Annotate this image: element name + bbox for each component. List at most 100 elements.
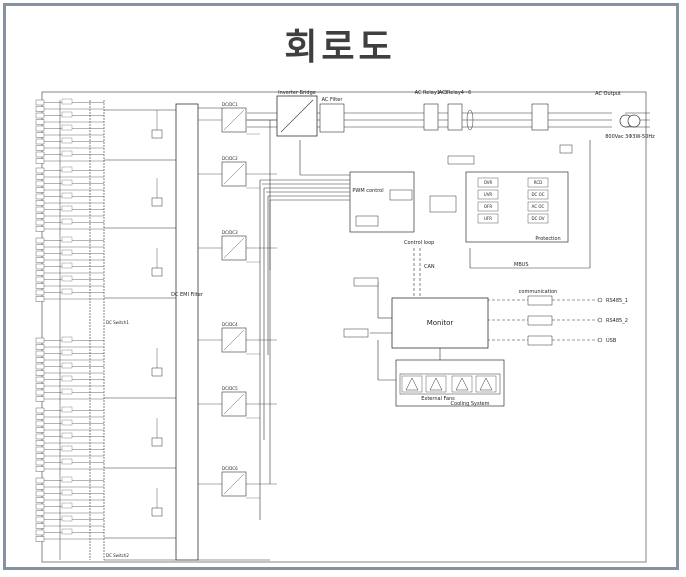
dcdc-converter: DC/DC3: [198, 230, 277, 263]
pv-terminal: [35, 407, 45, 414]
pv-terminal: [35, 206, 45, 213]
pv-fuse: [61, 388, 73, 395]
pv-terminal: [35, 283, 45, 289]
pv-fuse: [61, 288, 73, 295]
pv-terminal: [35, 174, 45, 180]
pv-fuse: [61, 236, 73, 243]
pv-fuse: [61, 419, 73, 426]
pv-fuse: [61, 432, 73, 439]
pv-terminal: [35, 477, 45, 484]
pv-terminal: [35, 257, 45, 263]
ac-output-label: AC Output: [595, 91, 621, 97]
pv-fuse: [61, 218, 73, 225]
diagram-lines: [41, 91, 650, 563]
ac-output-block: AC Output 800Vac 3Φ3W-50Hz: [531, 91, 655, 140]
pv-fuse: [61, 137, 73, 144]
rs485-2-label: RS485_2: [606, 318, 628, 324]
protection-item-box: [527, 213, 549, 224]
dcdc-converter: DC/DC4: [198, 322, 277, 355]
pwm-control-label: PWM control: [352, 188, 383, 194]
pv-fuse: [61, 362, 73, 369]
pv-fuse: [61, 150, 73, 157]
ac-relay-2-label: AC Relay4~6: [439, 90, 472, 96]
pv-fuse: [61, 528, 73, 535]
pv-fuse: [61, 445, 73, 452]
pv-fuse: [61, 515, 73, 522]
ac-relay-2-block: AC Relay4~6: [439, 90, 472, 131]
pv-fuse: [61, 458, 73, 465]
isolation-block: [429, 155, 475, 213]
protection-item-label: DC OV: [532, 216, 545, 221]
pv-terminal: [35, 433, 45, 440]
protection-item-box: [527, 177, 549, 188]
ground-terminal: [559, 144, 573, 154]
pv-terminal: [35, 99, 45, 106]
protection-label: Protection: [535, 236, 560, 242]
pv-input-group: [35, 336, 176, 402]
pv-terminal: [35, 370, 45, 376]
pv-terminal: [35, 119, 45, 125]
pv-terminal: [35, 145, 45, 151]
inverter-bridge-label: Inverter Bridge: [278, 90, 316, 96]
pv-terminal: [35, 484, 45, 490]
pv-fuse: [61, 192, 73, 199]
monitor-block: Monitor: [391, 297, 489, 349]
protection-item-label: UFR: [484, 216, 492, 221]
pv-terminal: [35, 396, 45, 402]
pv-fuse: [61, 111, 73, 118]
dcdc-label: DC/DC4: [222, 322, 238, 327]
pv-input-group: [35, 476, 176, 542]
pv-terminal: [35, 427, 45, 433]
protection-item-box: [477, 177, 499, 188]
dcdc-diag: [223, 473, 245, 495]
pv-terminal: [35, 337, 45, 344]
communication-label: communication: [519, 289, 558, 295]
dcdc-diag: [223, 393, 245, 415]
dcdc-diag: [223, 109, 245, 131]
pv-terminal: [35, 344, 45, 350]
dcdc-converter: DC/DC5: [198, 386, 277, 419]
dcdc-label: DC/DC6: [222, 466, 238, 471]
protection-item-label: RCD: [534, 180, 542, 185]
pv-terminal: [35, 200, 45, 206]
pv-terminal: [35, 167, 45, 174]
pv-terminal: [35, 497, 45, 503]
ac-filter-block: AC Filter: [319, 97, 345, 133]
pv-terminal: [35, 383, 45, 389]
pv-fuse: [61, 349, 73, 356]
pv-terminal: [35, 187, 45, 193]
pv-terminal: [35, 357, 45, 363]
pv-terminal: [35, 363, 45, 370]
ground-symbol: [151, 129, 163, 139]
pv-terminal: [35, 158, 45, 164]
pv-terminal: [35, 132, 45, 138]
dcdc-label: DC/DC3: [222, 230, 238, 235]
usb-label: USB: [606, 338, 617, 344]
dcdc-diag: [223, 329, 245, 351]
pv-terminal: [35, 376, 45, 383]
pv-fuse: [61, 179, 73, 186]
pv-fuse: [61, 476, 73, 483]
output-voltage-label: 800Vac 3Φ3W-50Hz: [605, 134, 655, 140]
protection-item-label: UVR: [484, 192, 493, 197]
pv-terminal: [35, 138, 45, 145]
control-loop-label: Control loop: [404, 240, 434, 246]
pv-fuse: [61, 166, 73, 173]
pv-fuse: [61, 205, 73, 212]
pv-terminal: [35, 226, 45, 232]
pv-fuse: [61, 375, 73, 382]
pv-terminal: [35, 237, 45, 244]
communication-block: communication RS485_1 RS485_2 USB: [519, 289, 628, 346]
pv-fuse: [61, 262, 73, 269]
can-label: CAN: [424, 264, 435, 270]
diagram-frame: [3, 3, 679, 570]
protection-item-label: OFR: [484, 204, 492, 209]
protection-item-label: OVR: [484, 180, 493, 185]
protection-item-label: DC OC: [531, 192, 544, 197]
ground-symbol: [151, 437, 163, 447]
pv-terminal: [35, 276, 45, 283]
pv-fuse: [61, 275, 73, 282]
pv-input-group: [35, 166, 176, 232]
dcdc-label: DC/DC1: [222, 102, 238, 107]
